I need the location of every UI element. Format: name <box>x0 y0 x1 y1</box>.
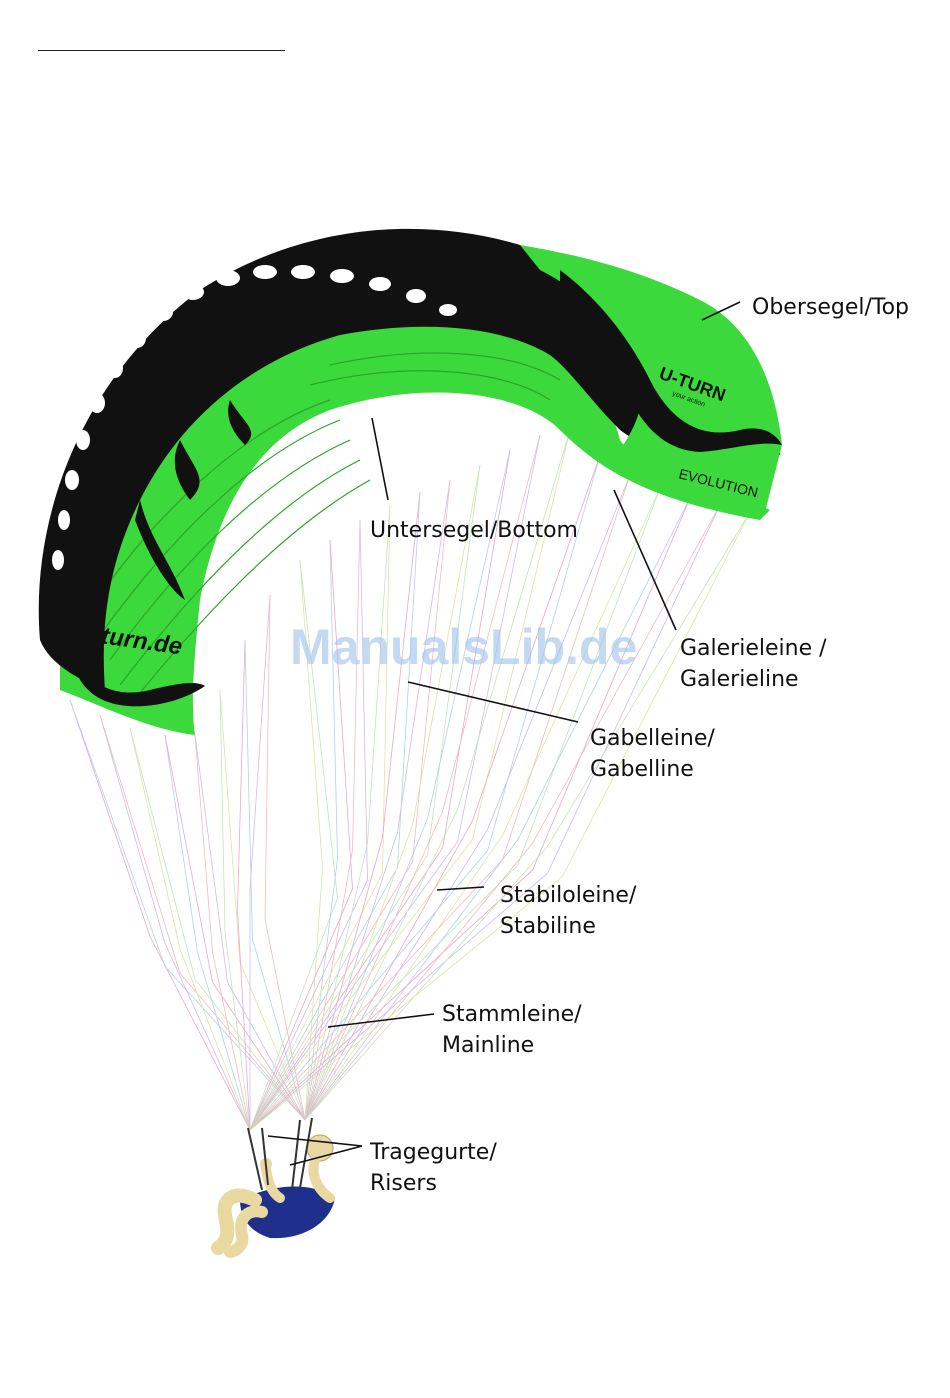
suspension-line <box>250 492 420 1130</box>
suspension-line <box>70 700 250 1130</box>
leader-gabel <box>408 682 578 722</box>
suspension-line <box>305 492 420 1120</box>
risers-right <box>292 1120 300 1190</box>
label-stabilo-en: Stabiline <box>500 911 636 942</box>
label-stamm-en: Mainline <box>442 1030 582 1061</box>
suspension-line <box>130 728 305 1120</box>
label-stabilo-line: Stabiloleine/ Stabiline <box>500 880 636 942</box>
leader-stamm <box>328 1014 434 1027</box>
label-bottom-surface: Untersegel/Bottom <box>370 515 578 546</box>
suspension-line <box>100 715 305 1120</box>
label-risers-de: Tragegurte/ <box>370 1137 497 1168</box>
suspension-line <box>250 595 270 1130</box>
label-bottom-text: Untersegel/Bottom <box>370 515 578 546</box>
label-stamm-de: Stammleine/ <box>442 999 582 1030</box>
leader-stabilo <box>437 887 484 890</box>
risers-left <box>248 1128 262 1190</box>
label-top-text: Obersegel/Top <box>752 292 909 323</box>
label-gabel-en: Gabelline <box>590 754 715 785</box>
watermark: ManualsLib.de <box>290 618 637 676</box>
label-top-surface: Obersegel/Top <box>752 292 909 323</box>
suspension-line <box>165 735 305 1120</box>
suspension-line <box>250 480 450 1130</box>
suspension-line <box>100 715 250 1130</box>
label-risers: Tragegurte/ Risers <box>370 1137 497 1199</box>
label-gabel-line: Gabelleine/ Gabelline <box>590 723 715 785</box>
pilot <box>218 1118 335 1252</box>
label-risers-en: Risers <box>370 1168 497 1199</box>
suspension-line <box>305 520 360 1120</box>
label-galerie-line: Galerieleine / Galerieline <box>680 633 827 695</box>
label-stabilo-de: Stabiloleine/ <box>500 880 636 911</box>
label-galerie-de: Galerieleine / <box>680 633 827 664</box>
leader-galerie <box>614 490 676 630</box>
label-main-line: Stammleine/ Mainline <box>442 999 582 1061</box>
leader-bottom <box>372 418 388 500</box>
label-gabel-de: Gabelleine/ <box>590 723 715 754</box>
label-galerie-en: Galerieline <box>680 664 827 695</box>
suspension-line <box>238 640 251 1130</box>
